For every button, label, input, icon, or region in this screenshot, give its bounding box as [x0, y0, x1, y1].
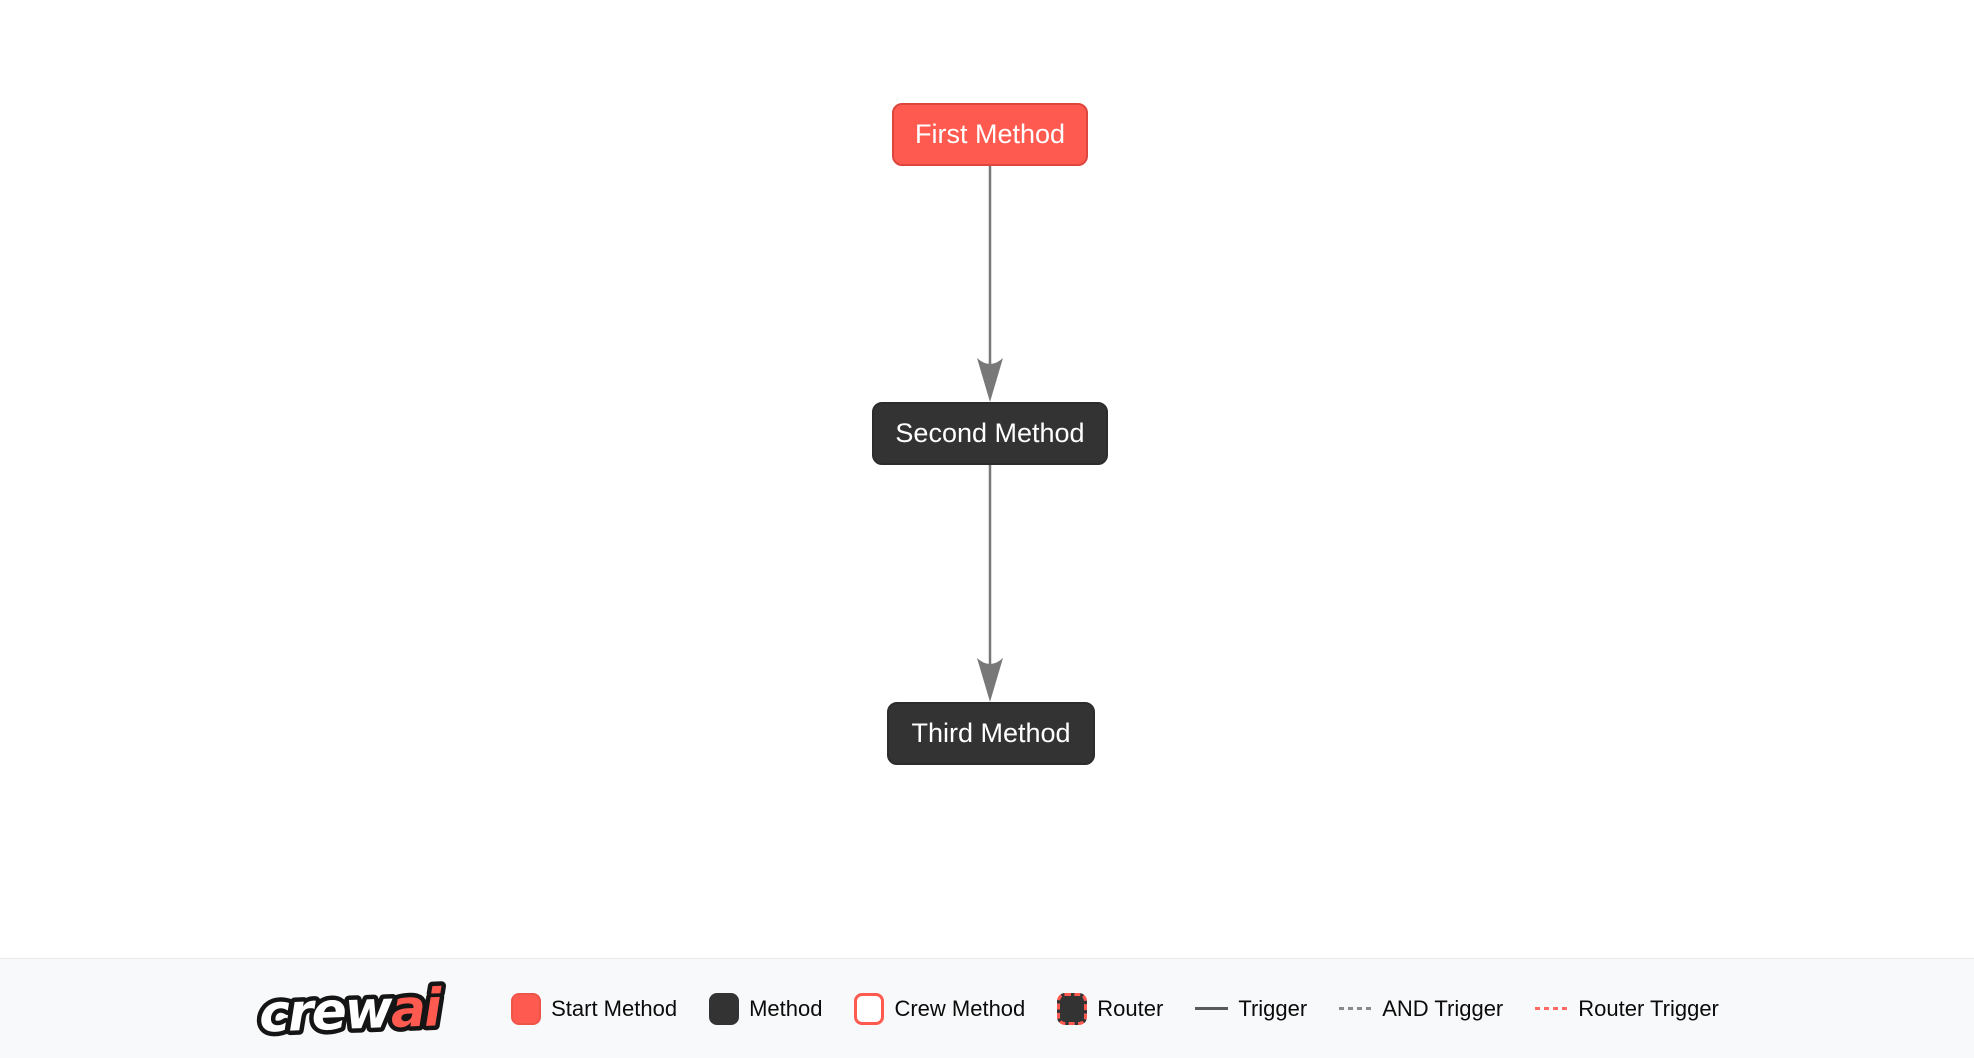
logo-text-ai: ai [390, 978, 444, 1040]
trigger-line-icon [1195, 1007, 1229, 1010]
legend-label: Start Method [551, 995, 678, 1021]
legend-label: Trigger [1238, 995, 1308, 1021]
flow-canvas[interactable]: First Method Second Method Third Method [0, 0, 1974, 958]
legend-bar: crewai Start Method Method Crew Method R… [0, 958, 1974, 1058]
node-first-method[interactable]: First Method [892, 103, 1088, 166]
legend-item-and-trigger: AND Trigger [1339, 996, 1503, 1022]
legend-item-router: Router [1057, 992, 1164, 1025]
crewai-logo: crewai [254, 973, 449, 1048]
edge-first-to-second [977, 166, 1003, 402]
legend-label: Router [1097, 995, 1164, 1021]
router-trigger-line-icon [1535, 1007, 1569, 1010]
node-second-method[interactable]: Second Method [872, 402, 1108, 465]
node-third-method[interactable]: Third Method [887, 702, 1095, 765]
legend-item-start-method: Start Method [511, 992, 678, 1025]
method-swatch-icon [709, 992, 740, 1025]
start-method-swatch-icon [511, 992, 542, 1025]
logo-text-crew: crew [258, 979, 395, 1044]
legend-item-trigger: Trigger [1195, 996, 1307, 1022]
legend-label: Method [749, 995, 823, 1021]
node-label: Third Method [911, 718, 1071, 748]
legend-item-crew-method: Crew Method [854, 992, 1026, 1025]
node-label: First Method [914, 119, 1066, 149]
legend-label: Router Trigger [1578, 995, 1719, 1021]
legend-item-router-trigger: Router Trigger [1535, 996, 1719, 1022]
and-trigger-line-icon [1339, 1007, 1373, 1010]
router-swatch-icon [1057, 992, 1088, 1025]
legend-label: AND Trigger [1382, 995, 1504, 1021]
crew-method-swatch-icon [854, 992, 885, 1025]
svg-text:crewai: crewai [258, 978, 444, 1044]
legend-item-method: Method [709, 992, 823, 1025]
node-label: Second Method [895, 418, 1085, 448]
edge-second-to-third [977, 465, 1003, 702]
legend-label: Crew Method [894, 995, 1026, 1021]
